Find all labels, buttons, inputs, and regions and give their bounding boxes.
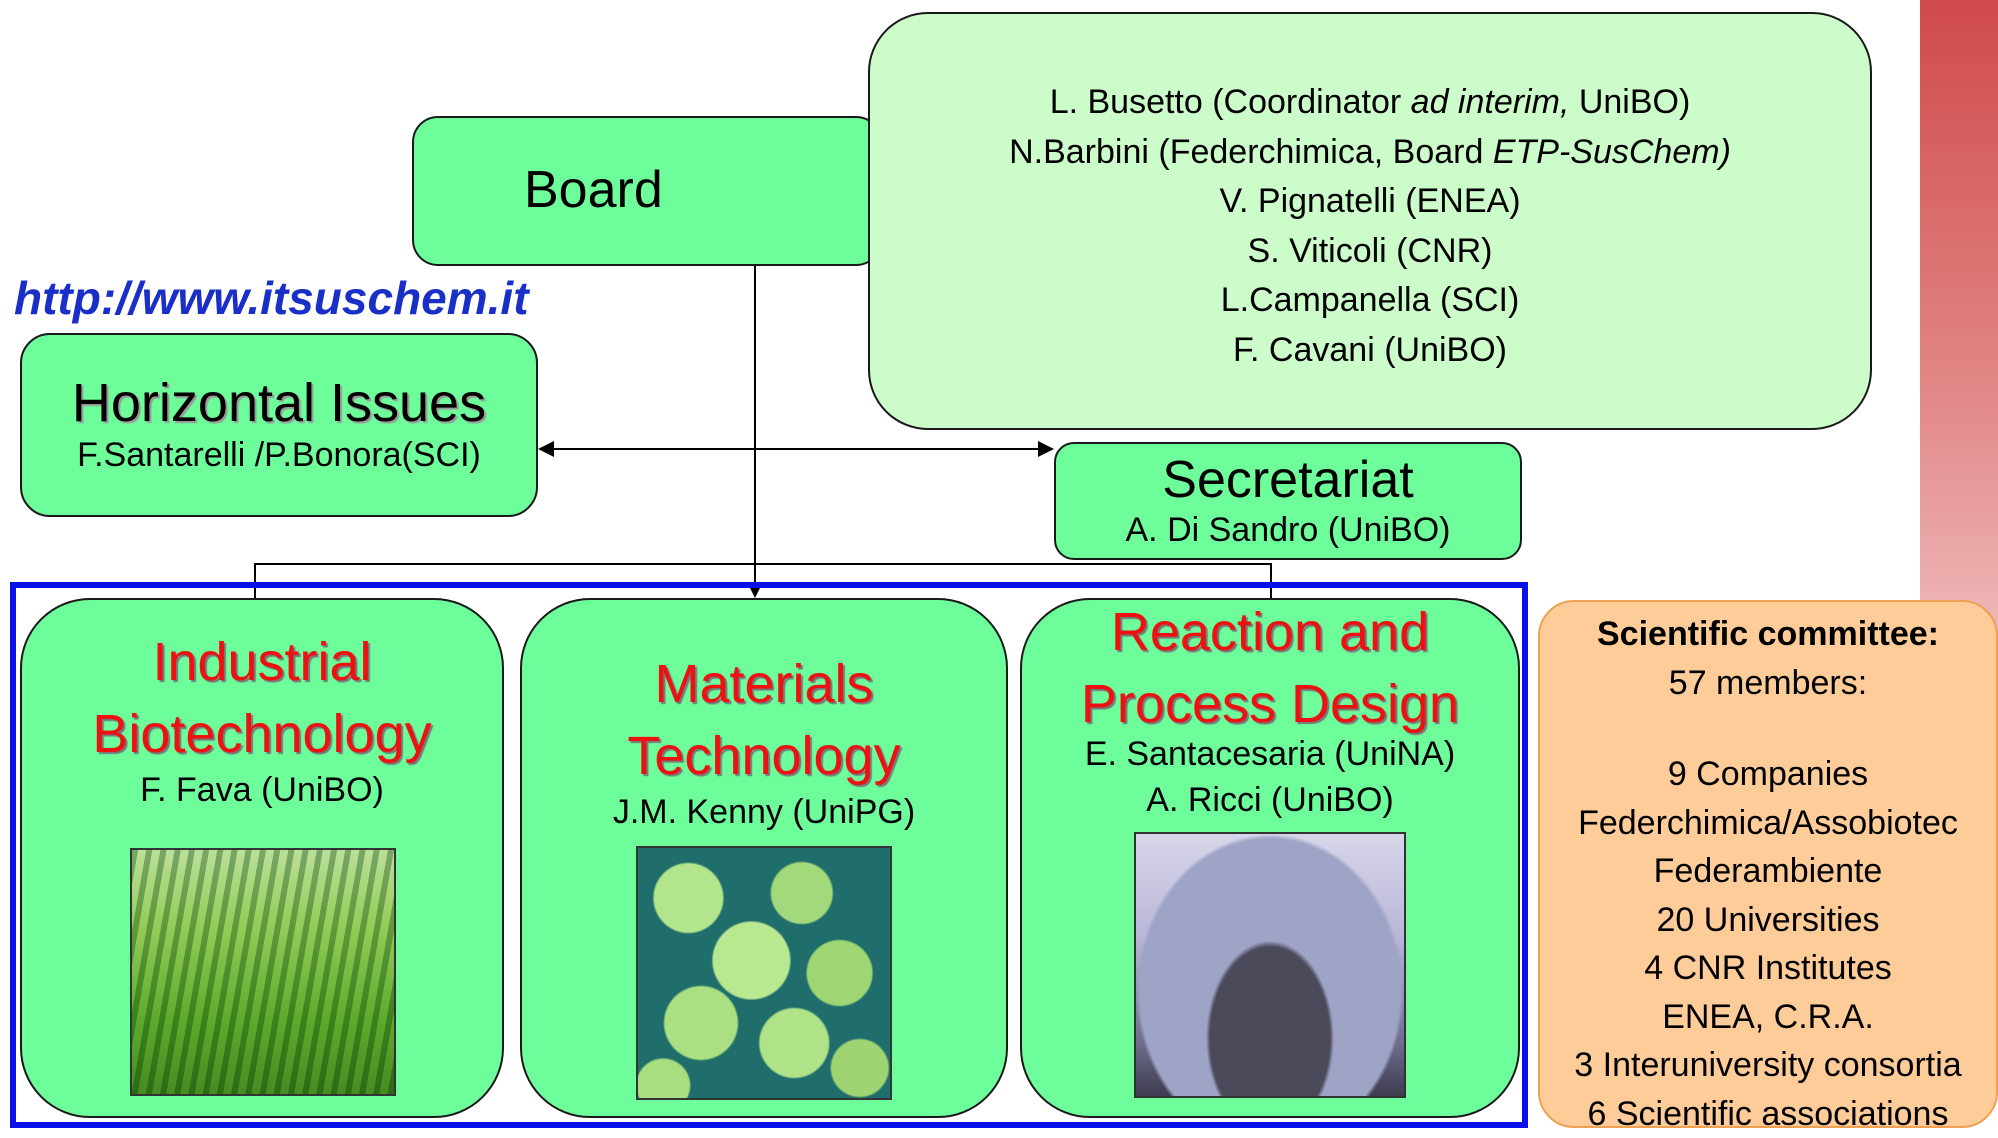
committee-item: Federchimica/Assobiotec: [1540, 799, 1996, 848]
horizontal-issues-title: Horizontal Issues: [22, 371, 536, 435]
board-member-3: V. Pignatelli (ENEA): [870, 177, 1870, 227]
board-title: Board: [414, 159, 880, 221]
board-member-2: N.Barbini (Federchimica, Board ETP-SusCh…: [870, 128, 1870, 178]
platform-2-person: J.M. Kenny (UniPG): [522, 792, 1006, 832]
committee-item: 3 Interuniversity consortia: [1540, 1041, 1996, 1090]
secretariat-title: Secretariat: [1056, 450, 1520, 510]
board-member-role-emphasis: ad interim,: [1411, 83, 1570, 121]
board-member-role-emphasis: ETP-SusChem): [1493, 133, 1731, 171]
board-box: Board: [412, 116, 882, 266]
platform-3-person-1: E. Santacesaria (UniNA): [1022, 734, 1518, 774]
committee-count: 57 members:: [1540, 659, 1996, 708]
platform-1-person: F. Fava (UniBO): [22, 770, 502, 810]
platform-3-person-2: A. Ricci (UniBO): [1022, 780, 1518, 820]
crystal-particles-photo: [636, 846, 892, 1100]
board-members-list: L. Busetto (Coordinator ad interim, UniB…: [870, 78, 1870, 375]
committee-item: 4 CNR Institutes: [1540, 944, 1996, 993]
platform-3-title-line1: Reaction and: [1022, 596, 1518, 668]
board-member-6: F. Cavani (UniBO): [870, 326, 1870, 376]
committee-item: Federambiente: [1540, 847, 1996, 896]
committee-item: 20 Universities: [1540, 896, 1996, 945]
wheat-field-photo: [130, 848, 396, 1096]
secretariat-person: A. Di Sandro (UniBO): [1056, 510, 1520, 550]
board-member-5: L.Campanella (SCI): [870, 276, 1870, 326]
website-url[interactable]: http://www.itsuschem.it: [14, 270, 529, 326]
committee-item: 6 Scientific associations: [1540, 1090, 1996, 1138]
scientific-committee-box: Scientific committee: 57 members: 9 Comp…: [1538, 600, 1998, 1128]
platform-2-title-line2: Technology: [522, 720, 1006, 792]
board-member-1: L. Busetto (Coordinator ad interim, UniB…: [870, 78, 1870, 128]
reactor-vessel-photo: [1134, 832, 1406, 1098]
platform-2-title-line1: Materials: [522, 648, 1006, 720]
board-member-4: S. Viticoli (CNR): [870, 227, 1870, 277]
platform-1-title-line1: Industrial: [22, 626, 502, 698]
platform-1-title-line2: Biotechnology: [22, 698, 502, 770]
secretariat-box: Secretariat A. Di Sandro (UniBO): [1054, 442, 1522, 560]
horizontal-issues-box: Horizontal Issues F.Santarelli /P.Bonora…: [20, 333, 538, 517]
platform-3-title-line2: Process Design: [1022, 668, 1518, 740]
committee-item: 9 Companies: [1540, 750, 1996, 799]
committee-item: ENEA, C.R.A.: [1540, 993, 1996, 1042]
committee-title: Scientific committee:: [1540, 610, 1996, 659]
horizontal-issues-person: F.Santarelli /P.Bonora(SCI): [22, 435, 536, 475]
board-members-box: L. Busetto (Coordinator ad interim, UniB…: [868, 12, 1872, 430]
